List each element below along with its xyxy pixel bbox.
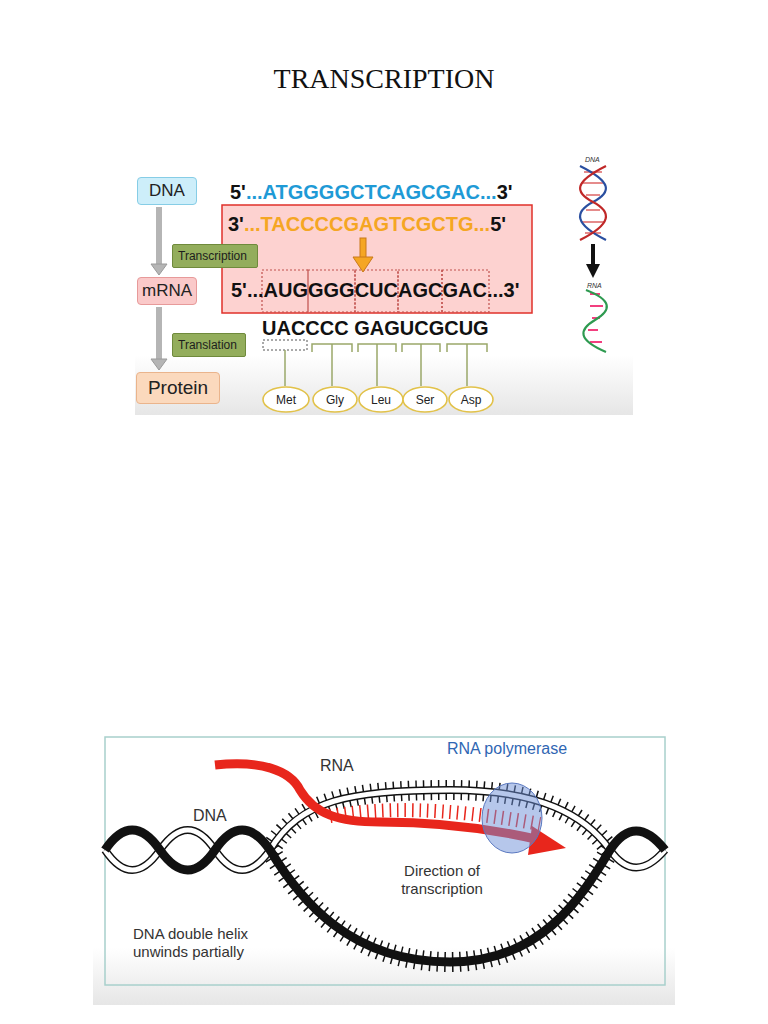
- text-label: ...TACCCCGAGTCGCTG...: [244, 212, 490, 236]
- leader-lines: [263, 340, 487, 386]
- text-label: Direction of transcription: [387, 862, 497, 898]
- arrow-head: [151, 264, 167, 275]
- flow-arrow: [151, 207, 167, 275]
- node-text: DNA: [149, 181, 185, 201]
- flow-arrow: [151, 307, 167, 370]
- oval-shape: [263, 387, 309, 412]
- text-label: 3': [497, 180, 513, 204]
- text-label: 3': [228, 212, 244, 236]
- orange-arrow: [353, 238, 373, 272]
- polymerase-blob: [482, 783, 542, 853]
- arrow-shaft: [156, 307, 162, 360]
- node-text: Leu: [371, 393, 391, 407]
- text-label: ...ATGGGGCTCAGCGAC...: [246, 180, 497, 204]
- rna-icon: [583, 290, 606, 352]
- text-label: DNA double helix unwinds partially: [133, 925, 268, 961]
- step-label: Translation: [172, 333, 246, 357]
- molecule-box: Protein: [136, 372, 220, 404]
- amino-acid-oval: Gly: [312, 386, 358, 413]
- text-label: ...AUGGGGCUCAGCGAC...: [247, 278, 504, 302]
- oval-shape: [313, 387, 357, 412]
- text-label: DNA: [585, 156, 600, 164]
- node-text: Asp: [461, 393, 482, 407]
- amino-acid-oval: Ser: [402, 386, 448, 413]
- amino-acid-oval: Met: [262, 386, 310, 413]
- step-label: Transcription: [172, 244, 258, 268]
- text-label: 5': [231, 278, 247, 302]
- arrow-head: [151, 359, 167, 370]
- oval-shape: [403, 387, 447, 412]
- text-label: 3': [504, 278, 520, 302]
- shade-band: [135, 355, 633, 415]
- text-label: RNA polymerase: [447, 739, 567, 758]
- oval-shape: [449, 387, 493, 412]
- down-arrow: [586, 244, 600, 278]
- rna-strand: [215, 764, 566, 855]
- text-label: RNA: [587, 282, 602, 290]
- oval-shape: [359, 387, 403, 412]
- node-text: Ser: [416, 393, 435, 407]
- node-text: Gly: [326, 393, 344, 407]
- text-label: RNA: [320, 756, 354, 775]
- molecule-box: DNA: [137, 177, 197, 205]
- node-text: Met: [276, 393, 296, 407]
- amino-acid-oval: Asp: [448, 386, 494, 413]
- dna-helix: [105, 790, 665, 962]
- arrow-shaft: [156, 207, 162, 265]
- node-text: mRNA: [142, 281, 192, 301]
- dna-icon: [580, 166, 606, 240]
- text-label: DNA: [193, 806, 227, 825]
- page-title: TRANSCRIPTION: [0, 62, 768, 96]
- text-label: 5': [230, 180, 246, 204]
- amino-acid-oval: Leu: [358, 386, 404, 413]
- text-label: UACCCC GAGUCGCUG: [262, 316, 489, 340]
- figure-frame: [105, 737, 665, 985]
- node-text: Protein: [148, 377, 208, 399]
- text-label: 5': [490, 212, 506, 236]
- molecule-box: mRNA: [137, 277, 197, 305]
- transcription-highlight: [222, 205, 532, 313]
